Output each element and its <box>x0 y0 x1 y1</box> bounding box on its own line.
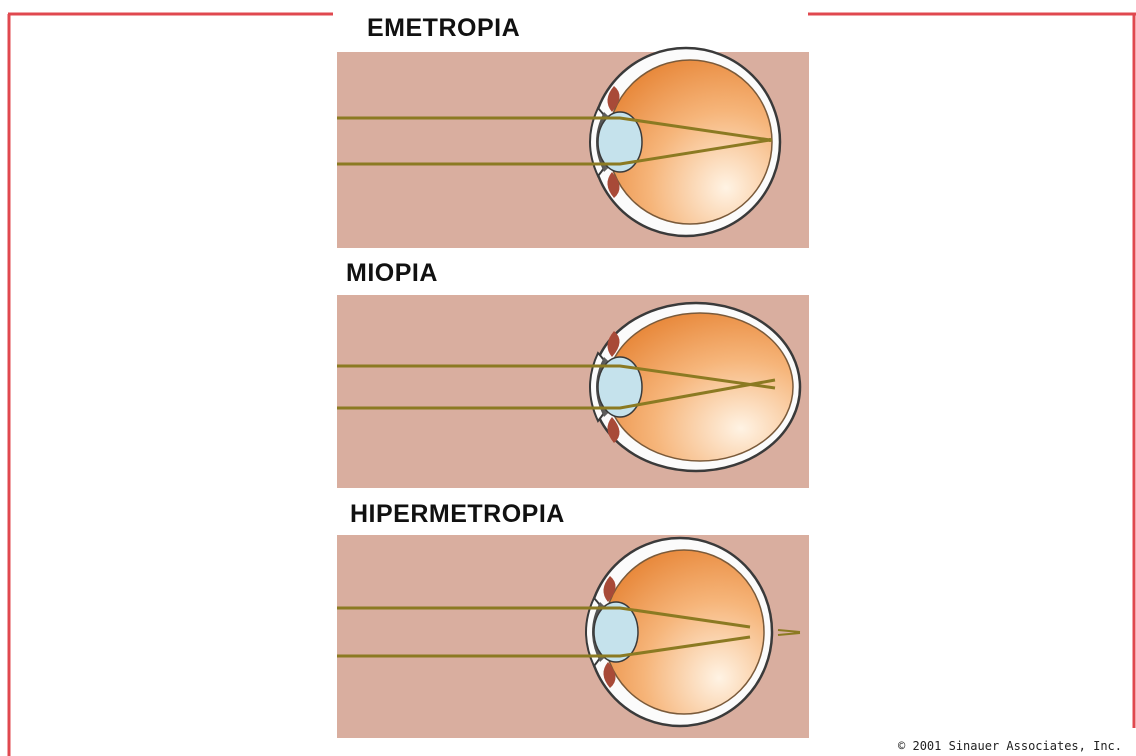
heading-emetropia: EMETROPIA <box>367 14 520 43</box>
copyright-credit: © 2001 Sinauer Associates, Inc. <box>898 739 1122 753</box>
eye-hipermetropia <box>586 538 772 726</box>
panel-miopia <box>337 295 809 488</box>
panel-emetropia <box>337 48 809 248</box>
heading-hipermetropia: HIPERMETROPIA <box>350 500 565 529</box>
panel-hipermetropia <box>337 535 809 738</box>
focal-point-emetropia <box>768 138 772 142</box>
heading-miopia: MIOPIA <box>346 259 438 288</box>
